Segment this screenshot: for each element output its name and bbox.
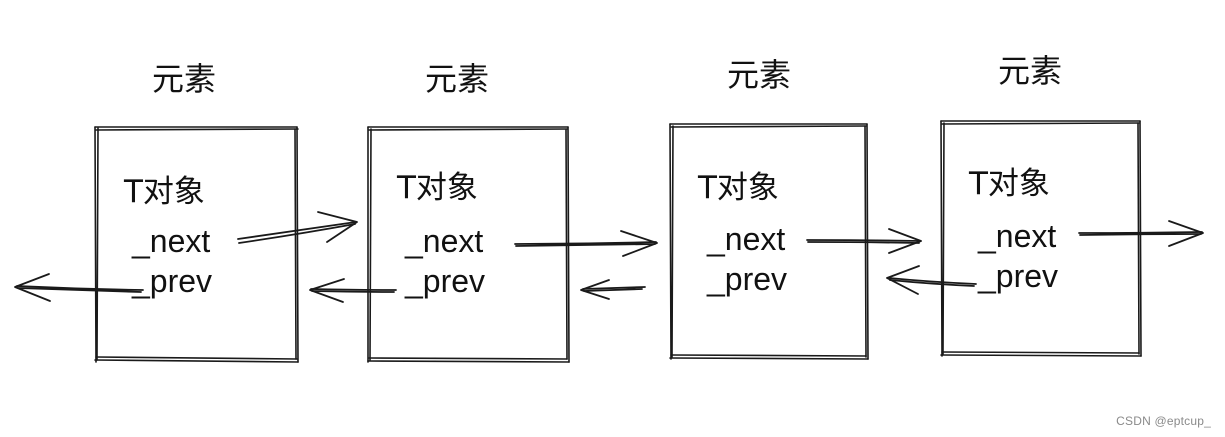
node-1-next-label: _next [131, 223, 210, 259]
node-2-next-label: _next [404, 223, 483, 259]
node-1-prev-label: _prev [131, 263, 212, 299]
node-3-type-label: T对象 [697, 170, 779, 206]
node-4-prev-label: _prev [977, 258, 1058, 294]
node-4: 元素 T对象 _next _prev [940, 52, 1142, 357]
arrow-node-4-prev [886, 265, 977, 295]
node-2-element-label: 元素 [425, 60, 489, 98]
node-4-element-label: 元素 [998, 52, 1062, 90]
node-2-prev-label: _prev [404, 263, 485, 299]
node-1-type-label: T对象 [123, 174, 205, 210]
arrow-node-1-next [237, 211, 358, 244]
node-1-element-label: 元素 [152, 60, 216, 98]
arrow-node-3-next [806, 228, 922, 254]
arrow-node-3-prev [580, 279, 646, 300]
node-3-prev-label: _prev [706, 261, 787, 297]
node-4-type-label: T对象 [968, 166, 1050, 202]
node-2: 元素 T对象 _next _prev [367, 60, 570, 363]
node-2-type-label: T对象 [396, 170, 478, 206]
node-3-next-label: _next [706, 221, 785, 257]
node-1: 元素 T对象 _next _prev [94, 60, 299, 363]
arrow-node-2-prev [309, 278, 397, 303]
arrow-node-2-next [514, 230, 658, 257]
watermark: CSDN @eptcup_ [1116, 414, 1211, 428]
node-1-box [94, 126, 299, 363]
node-3-element-label: 元素 [727, 56, 791, 94]
arrow-node-4-next [1078, 220, 1204, 247]
arrow-node-1-prev [14, 273, 144, 302]
node-4-next-label: _next [977, 218, 1056, 254]
node-3: 元素 T对象 _next _prev [669, 56, 869, 360]
node-4-box [940, 120, 1142, 357]
